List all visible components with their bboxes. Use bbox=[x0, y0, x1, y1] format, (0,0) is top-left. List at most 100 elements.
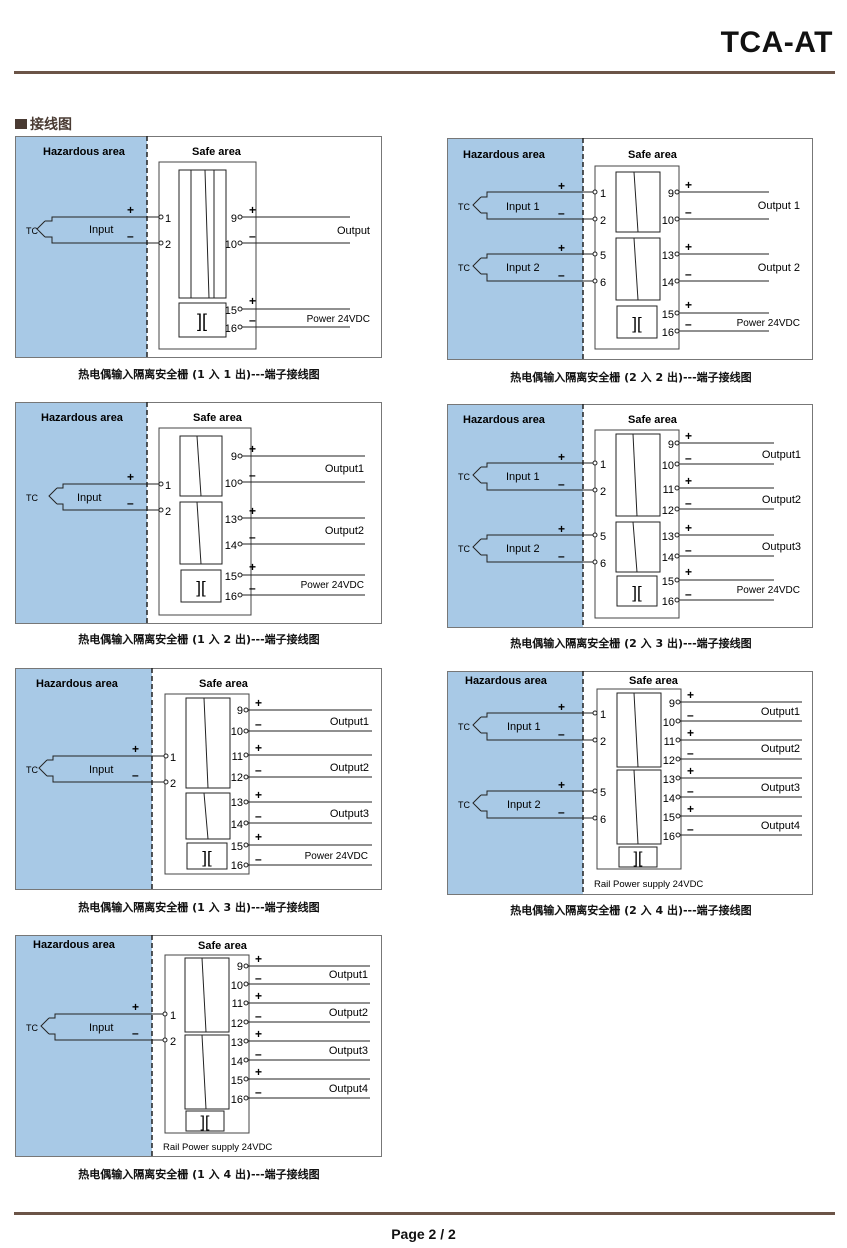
barrier-module bbox=[596, 688, 682, 870]
terminal-6: 6 bbox=[600, 277, 606, 289]
tc-label: TC bbox=[458, 722, 470, 732]
minus-sign: – bbox=[558, 805, 565, 819]
terminal-11: 11 bbox=[663, 484, 674, 496]
terminal-2: 2 bbox=[170, 1036, 176, 1048]
minus-sign: – bbox=[127, 496, 134, 510]
plus-sign: + bbox=[255, 1065, 262, 1079]
input-2-label: Input 2 bbox=[506, 543, 540, 555]
power-label: Power 24VDC bbox=[737, 585, 800, 596]
output-3-label: Output3 bbox=[329, 1045, 368, 1057]
terminal-6: 6 bbox=[600, 814, 606, 826]
plus-sign: + bbox=[249, 504, 256, 518]
terminal-12: 12 bbox=[663, 755, 675, 767]
wiring-diagram-2in-4out: Hazardous area Safe area ][ Rail Power s… bbox=[447, 671, 813, 895]
tc-label: TC bbox=[26, 1023, 38, 1033]
minus-sign: – bbox=[132, 768, 139, 782]
output-2-label: Output 2 bbox=[758, 262, 800, 274]
barrier-module bbox=[594, 429, 680, 619]
tc-label: TC bbox=[26, 493, 38, 503]
plus-sign: + bbox=[687, 764, 694, 778]
terminal-11: 11 bbox=[664, 736, 675, 748]
isolation-icon: ][ bbox=[632, 583, 642, 602]
terminal-15: 15 bbox=[231, 1075, 243, 1087]
safe-area-label: Safe area bbox=[199, 678, 249, 690]
caption-d1: 热电偶输入隔离安全栅 (1 入 1 出)---端子接线图 bbox=[78, 368, 320, 381]
terminal-12: 12 bbox=[662, 505, 674, 517]
bullet-square-icon bbox=[15, 119, 27, 129]
isolation-icon: ][ bbox=[202, 848, 212, 867]
plus-sign: + bbox=[558, 700, 565, 714]
terminal-9: 9 bbox=[237, 961, 243, 973]
terminal-16: 16 bbox=[231, 860, 243, 872]
terminal-16: 16 bbox=[662, 596, 674, 608]
output-3-label: Output3 bbox=[330, 808, 369, 820]
terminal-10: 10 bbox=[663, 717, 675, 729]
input-2-label: Input 2 bbox=[507, 799, 541, 811]
minus-sign: – bbox=[687, 708, 694, 722]
wiring-diagram-1in-4out: Hazardous area Safe area ][ Rail Power s… bbox=[15, 935, 382, 1157]
tc-label: TC bbox=[458, 544, 470, 554]
terminal-10: 10 bbox=[662, 460, 674, 472]
terminal-9: 9 bbox=[231, 213, 237, 225]
terminal-14: 14 bbox=[231, 1056, 243, 1068]
plus-sign: + bbox=[558, 179, 565, 193]
terminal-6: 6 bbox=[600, 558, 606, 570]
plus-sign: + bbox=[249, 203, 256, 217]
plus-sign: + bbox=[685, 429, 692, 443]
output-2-label: Output2 bbox=[325, 525, 364, 537]
minus-sign: – bbox=[249, 468, 256, 482]
minus-sign: – bbox=[249, 530, 256, 544]
terminal-2: 2 bbox=[600, 736, 606, 748]
input-2-label: Input 2 bbox=[506, 262, 540, 274]
plus-sign: + bbox=[249, 294, 256, 308]
header-rule bbox=[14, 71, 835, 74]
minus-sign: – bbox=[558, 727, 565, 741]
terminal-11: 11 bbox=[232, 751, 243, 763]
terminal-16: 16 bbox=[231, 1094, 243, 1106]
tc-label: TC bbox=[26, 765, 38, 775]
output-2-label: Output2 bbox=[329, 1007, 368, 1019]
minus-sign: – bbox=[685, 267, 692, 281]
minus-sign: – bbox=[558, 477, 565, 491]
plus-sign: + bbox=[685, 565, 692, 579]
minus-sign: – bbox=[685, 587, 692, 601]
input-label: Input bbox=[89, 224, 113, 236]
plus-sign: + bbox=[127, 470, 134, 484]
terminal-2: 2 bbox=[600, 215, 606, 227]
terminal-13: 13 bbox=[231, 797, 243, 809]
tc-label: TC bbox=[458, 202, 470, 212]
input-1-label: Input 1 bbox=[506, 201, 540, 213]
minus-sign: – bbox=[685, 205, 692, 219]
output-1-label: Output1 bbox=[325, 463, 364, 475]
terminal-1: 1 bbox=[165, 480, 171, 492]
plus-sign: + bbox=[558, 522, 565, 536]
output-1-label: Output 1 bbox=[758, 200, 800, 212]
barrier-module bbox=[164, 693, 250, 875]
safe-area-label: Safe area bbox=[192, 146, 242, 158]
safe-area-label: Safe area bbox=[628, 414, 678, 426]
barrier-module bbox=[594, 165, 680, 350]
terminal-9: 9 bbox=[237, 705, 243, 717]
minus-sign: – bbox=[685, 451, 692, 465]
terminal-10: 10 bbox=[225, 239, 237, 251]
minus-sign: – bbox=[255, 1009, 262, 1023]
plus-sign: + bbox=[685, 474, 692, 488]
hazardous-area-label: Hazardous area bbox=[43, 146, 126, 158]
barrier-module bbox=[164, 954, 250, 1134]
input-1-label: Input 1 bbox=[507, 721, 541, 733]
minus-sign: – bbox=[255, 809, 262, 823]
minus-sign: – bbox=[685, 496, 692, 510]
output-2-label: Output2 bbox=[330, 762, 369, 774]
caption-d5: 热电偶输入隔离安全栅 (1 入 3 出)---端子接线图 bbox=[78, 901, 320, 914]
terminal-11: 11 bbox=[232, 998, 243, 1010]
terminal-1: 1 bbox=[600, 188, 606, 200]
terminal-14: 14 bbox=[663, 793, 675, 805]
minus-sign: – bbox=[685, 317, 692, 331]
output-3-label: Output3 bbox=[761, 782, 800, 794]
rail-power-label: Rail Power supply 24VDC bbox=[163, 1142, 272, 1153]
terminal-13: 13 bbox=[225, 514, 237, 526]
terminal-5: 5 bbox=[600, 531, 606, 543]
plus-sign: + bbox=[255, 741, 262, 755]
terminal-2: 2 bbox=[165, 239, 171, 251]
terminal-16: 16 bbox=[225, 323, 237, 335]
